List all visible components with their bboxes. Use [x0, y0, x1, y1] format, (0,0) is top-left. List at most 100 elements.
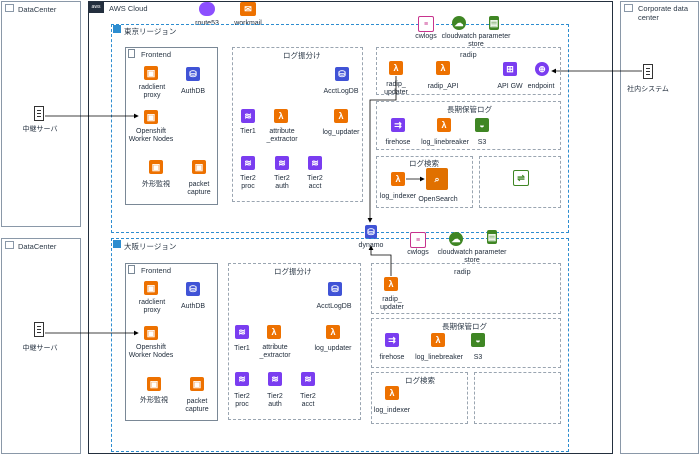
osaka-log-split-title: ログ振分け: [274, 267, 312, 276]
osaka-region: [111, 238, 569, 452]
firehose-icon: ⇉: [385, 333, 399, 347]
server-icon: [34, 322, 44, 337]
osaka-logsearch: [371, 372, 468, 424]
opensearch-icon: ⌕: [426, 168, 448, 190]
gaikei-label: 外形監視: [142, 181, 170, 188]
radclient-proxy-icon: ▣: [144, 66, 158, 80]
cwlogs-label: cwlogs: [407, 249, 429, 256]
tier2-auth-icon: ≋: [268, 372, 282, 386]
workmail-label: workmail: [234, 20, 262, 27]
log-updater-icon: λ: [334, 109, 348, 123]
corporate-datacenter: [620, 1, 699, 454]
radip-api-icon: λ: [436, 61, 450, 75]
attribute-extractor-icon: λ: [274, 109, 288, 123]
frontend-icon: [128, 265, 135, 274]
log-updater-label: log_updater: [322, 129, 360, 136]
endpoint-icon: ⊕: [535, 62, 549, 76]
aws-logo-icon: aws: [88, 1, 104, 13]
tier2-auth-label: Tier2 auth: [267, 393, 283, 408]
acctlogdb-icon: ⛁: [328, 282, 342, 296]
osaka-region-title: 大阪リージョン: [124, 242, 177, 251]
attribute-extractor-label: attribute _extractor: [259, 344, 291, 359]
authdb-label: AuthDB: [180, 303, 206, 310]
authdb-icon: ⛁: [186, 67, 200, 81]
osaka-longlog-title: 長期保管ログ: [442, 322, 487, 331]
datacenter-bottom-title: DataCenter: [18, 242, 57, 251]
osaka-radip-title: radip: [454, 267, 471, 276]
log-updater-label: log_updater: [314, 345, 352, 352]
datacenter-icon: [624, 4, 633, 12]
tokyo-longlog-title: 長期保管ログ: [447, 105, 492, 114]
cwlogs-label: cwlogs: [415, 33, 437, 40]
tier2-acct-icon: ≋: [308, 156, 322, 170]
tier2-acct-label: Tier2 acct: [307, 175, 323, 190]
tier2-acct-label: Tier2 acct: [300, 393, 316, 408]
server-icon: [34, 106, 44, 121]
region-flag-icon: [113, 25, 121, 33]
openshift-label: Openshift Worker Nodes: [128, 344, 174, 359]
tokyo-logsearch: [376, 156, 473, 208]
osaka-logsearch-title: ログ検索: [405, 376, 435, 385]
attribute-extractor-label: attribute _extractor: [266, 128, 298, 143]
apigw-icon: ⊞: [503, 62, 517, 76]
tokyo-updater-dynamo-connector: [367, 76, 397, 223]
radip-updater-label: radip_ updater: [380, 296, 404, 311]
relay-server-label-top: 中継サーバ: [22, 126, 58, 133]
s3-icon: ◒: [475, 118, 489, 132]
datacenter-bottom: [1, 238, 81, 454]
route53-label: route53: [195, 20, 219, 27]
s3-icon: ◒: [471, 333, 485, 347]
tier2-proc-label: Tier2 proc: [234, 393, 250, 408]
cloudwatch-label: cloudwatch parameter store: [436, 249, 508, 265]
log-indexer-icon: λ: [385, 386, 399, 400]
cloudwatch-label-text: cloudwatch parameter store: [441, 33, 511, 48]
tokyo-empty-group: [479, 156, 561, 208]
osaka-empty-group: [474, 372, 561, 424]
acctlogdb-label: AcctLogDB: [323, 88, 359, 95]
packet-capture-label: packet capture: [187, 181, 211, 196]
tier2-proc-label: Tier2 proc: [240, 175, 256, 190]
tokyo-longlog: [376, 101, 561, 150]
attribute-extractor-icon: λ: [267, 325, 281, 339]
authdb-label: AuthDB: [180, 88, 206, 95]
tokyo-region-title: 東京リージョン: [124, 27, 177, 36]
frontend-icon: [128, 49, 135, 58]
aws-cloud-title: AWS Cloud: [109, 4, 148, 13]
radip-updater-icon: λ: [384, 277, 398, 291]
log-linebreaker-label: log_linebreaker: [421, 139, 469, 146]
cloudwatch-icon: ☁: [452, 16, 466, 30]
workmail-icon: ✉: [240, 2, 256, 16]
gaikei-label: 外形監視: [140, 397, 168, 404]
cloudwatch-icon: ☁: [449, 232, 463, 246]
tokyo-logsearch-title: ログ検索: [409, 159, 439, 168]
log-updater-icon: λ: [326, 325, 340, 339]
corporate-datacenter-title-text: Corporate data center: [638, 4, 689, 22]
packet-capture-icon: ▣: [190, 377, 204, 391]
packet-capture-label: packet capture: [185, 398, 209, 413]
authdb-icon: ⛁: [186, 282, 200, 296]
route53-icon: [199, 2, 215, 16]
tokyo-region: [111, 24, 569, 233]
tier2-auth-icon: ≋: [275, 156, 289, 170]
tier2-acct-icon: ≋: [301, 372, 315, 386]
gaikei-icon: ▣: [149, 160, 163, 174]
apigw-label: API GW: [497, 83, 523, 90]
log-indexer-label: log_indexer: [373, 407, 411, 414]
tokyo-radip-title: radip: [460, 50, 477, 59]
openshift-label: Openshift Worker Nodes: [128, 128, 174, 143]
osaka-longlog: [371, 318, 561, 368]
datacenter-icon: [5, 4, 14, 12]
cwlogs-icon: ≡: [418, 16, 434, 32]
osaka-radip: [371, 263, 561, 314]
openshift-icon: ▣: [144, 110, 158, 124]
s3-label: S3: [473, 354, 483, 361]
log-linebreaker-icon: λ: [437, 118, 451, 132]
cloudwatch-label-text: cloudwatch parameter store: [437, 249, 507, 264]
tokyo-log-split-title: ログ振分け: [283, 51, 321, 60]
osaka-log-split: [228, 263, 361, 420]
parameter-store-icon: ▤: [489, 16, 499, 30]
firehose-label: firehose: [385, 139, 411, 146]
osaka-frontend: [125, 263, 218, 421]
region-flag-icon: [113, 240, 121, 248]
packet-capture-icon: ▣: [192, 160, 206, 174]
